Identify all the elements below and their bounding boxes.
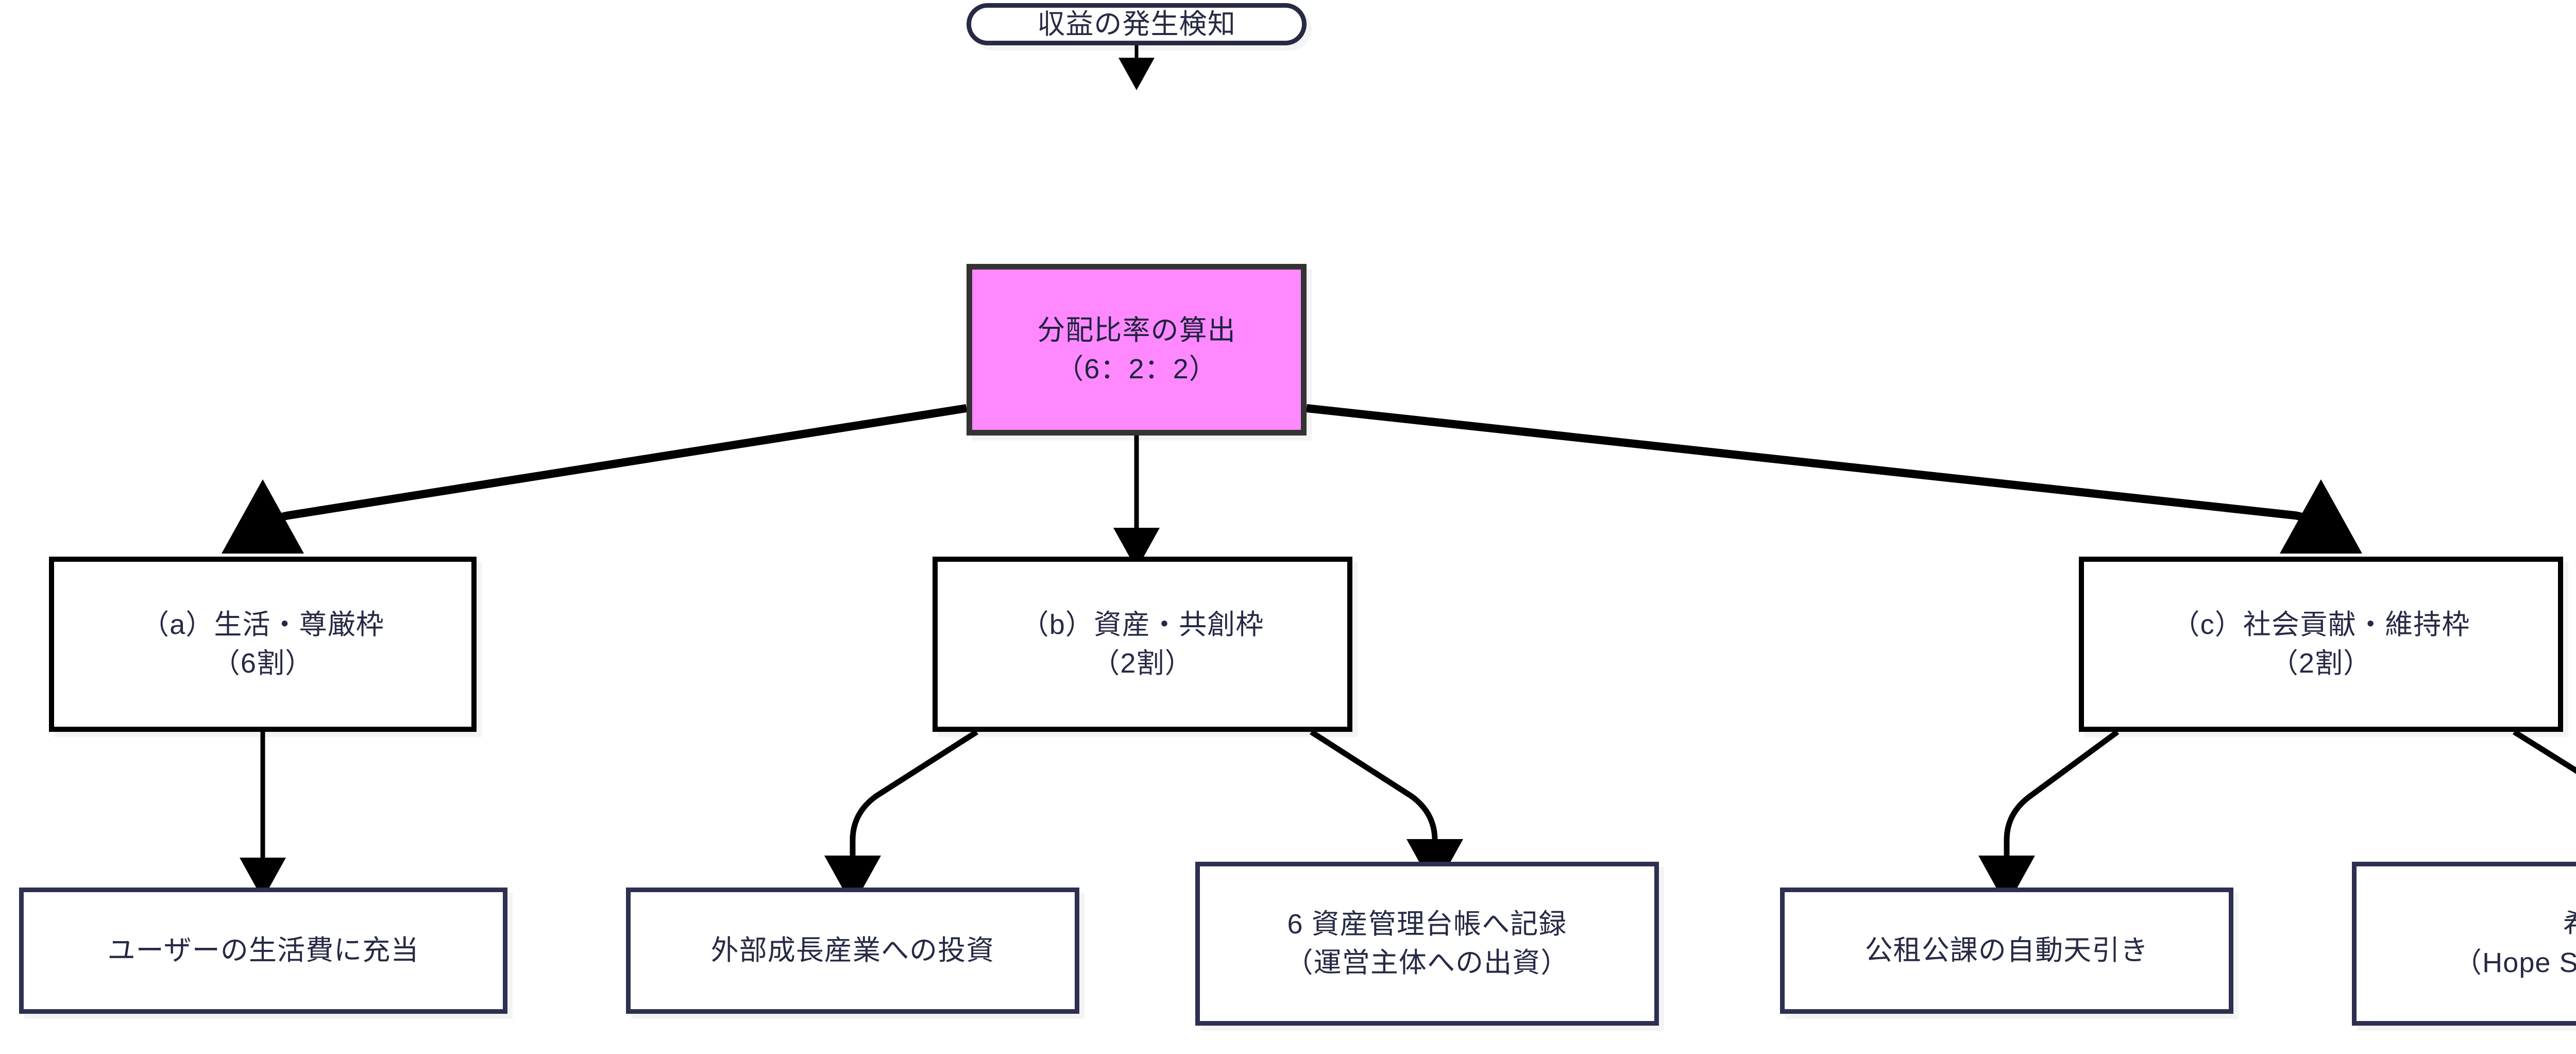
node-bucket-a-line-1: （a）生活・尊厳枠 xyxy=(141,609,384,641)
node-leaf-asset-ledger-line-2: （運営主体への出資） xyxy=(1285,947,1569,978)
node-leaf-hope-seed-fund-line-1: 希望の種基金 xyxy=(2563,905,2576,944)
node-leaf-tax-withholding[interactable]: 公租公課の自動天引き xyxy=(1780,888,2233,1014)
node-bucket-a-line-2: （6割） xyxy=(212,648,314,679)
node-leaf-asset-ledger[interactable]: 6 資産管理台帳へ記録 （運営主体への出資） xyxy=(1195,862,1659,1026)
node-leaf-tax-withholding-line-1: 公租公課の自動天引き xyxy=(1865,935,2149,966)
node-bucket-b[interactable]: （b）資産・共創枠 （2割） xyxy=(933,557,1352,732)
node-start-line-1: 収益の発生検知 xyxy=(1037,8,1236,40)
node-distribution-ratio-line-2: （6：2：2） xyxy=(1056,353,1217,384)
edge-4 xyxy=(1306,404,2362,554)
node-bucket-c[interactable]: （c）社会貢献・維持枠 （2割） xyxy=(2079,557,2563,732)
node-leaf-external-investment[interactable]: 外部成長産業への投資 xyxy=(626,888,1079,1014)
node-leaf-external-investment-line-1: 外部成長産業への投資 xyxy=(710,935,995,966)
node-bucket-a[interactable]: （a）生活・尊厳枠 （6割） xyxy=(49,557,477,732)
edge-2 xyxy=(222,404,968,554)
node-leaf-living-expenses[interactable]: ユーザーの生活費に充当 xyxy=(19,888,507,1014)
node-start[interactable]: 収益の発生検知 xyxy=(967,3,1307,45)
node-bucket-c-line-1: （c）社会貢献・維持枠 xyxy=(2172,609,2470,641)
node-bucket-c-line-2: （2割） xyxy=(2270,648,2372,679)
node-bucket-b-line-2: （2割） xyxy=(1092,648,1193,679)
edge-9 xyxy=(2513,729,2576,774)
edge-8 xyxy=(1978,729,2120,907)
node-leaf-asset-ledger-line-1: 6 資産管理台帳へ記録 xyxy=(1287,909,1567,940)
node-distribution-ratio[interactable]: 分配比率の算出 （6：2：2） xyxy=(967,264,1307,436)
edge-6 xyxy=(824,729,978,907)
node-distribution-ratio-line-1: 分配比率の算出 xyxy=(1037,314,1236,346)
node-leaf-hope-seed-fund-line-2: （Hope Seed Fund）への還流 xyxy=(2454,947,2576,978)
node-leaf-hope-seed-fund[interactable]: 希望の種基金 （Hope Seed Fund）への還流 xyxy=(2352,862,2576,1026)
node-leaf-living-expenses-line-1: ユーザーの生活費に充当 xyxy=(107,935,419,966)
node-bucket-b-line-1: （b）資産・共創枠 xyxy=(1021,609,1264,641)
edge-7 xyxy=(1310,729,1463,890)
